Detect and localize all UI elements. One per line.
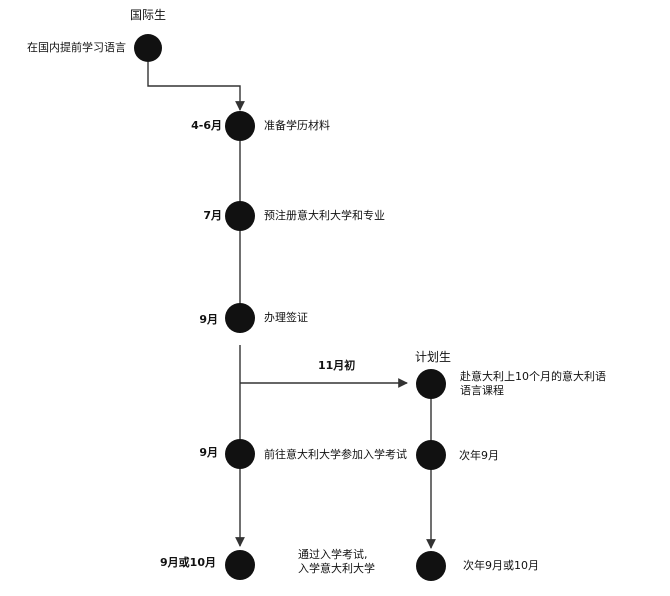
step3-text: 办理签证 <box>264 311 308 324</box>
node-step1 <box>225 111 255 141</box>
connector-start-to-step1 <box>147 62 245 111</box>
step4-text: 前往意大利大学参加入学考试 <box>264 448 407 461</box>
header-plan: 计划生 <box>415 350 452 364</box>
branch-date-label: 11月初 <box>318 359 356 372</box>
node-plan3 <box>416 551 446 581</box>
step5-text-line2: 入学意大利大学 <box>298 562 375 575</box>
step3-date: 9月 <box>199 313 218 326</box>
node-step4 <box>225 439 255 469</box>
header-international: 国际生 <box>130 8 167 22</box>
step5-date: 9月或10月 <box>160 556 216 569</box>
node-plan1 <box>416 369 446 399</box>
node-step2 <box>225 201 255 231</box>
step2-text: 预注册意大利大学和专业 <box>264 209 385 222</box>
step-start-text: 在国内提前学习语言 <box>27 41 126 54</box>
step2-date: 7月 <box>203 209 222 222</box>
node-step3 <box>225 303 255 333</box>
node-step5 <box>225 550 255 580</box>
plan1-text-line2: 语言课程 <box>460 384 504 397</box>
step1-date: 4-6月 <box>191 119 222 132</box>
plan3-text: 次年9月或10月 <box>463 559 539 572</box>
step1-text: 准备学历材料 <box>264 119 330 132</box>
step4-date: 9月 <box>199 446 218 459</box>
node-start <box>134 34 162 62</box>
node-plan2 <box>416 440 446 470</box>
plan1-text-line1: 赴意大利上10个月的意大利语 <box>460 370 606 383</box>
step5-text-line1: 通过入学考试, <box>298 548 368 561</box>
plan2-text: 次年9月 <box>459 449 499 462</box>
